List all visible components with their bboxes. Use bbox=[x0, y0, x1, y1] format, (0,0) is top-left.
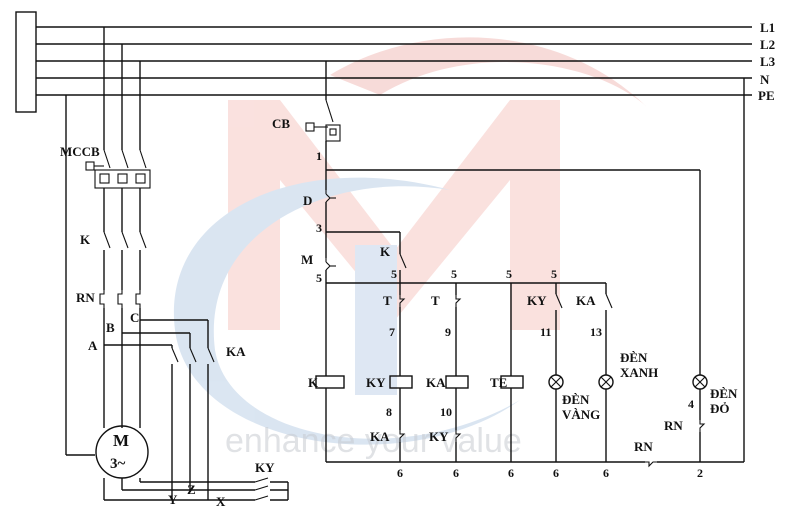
t-contact-1-label: T bbox=[383, 293, 392, 308]
ka-nc-label: KA bbox=[370, 429, 390, 444]
node-3-label: 3 bbox=[316, 221, 322, 235]
node-5b-label: 5 bbox=[391, 267, 397, 281]
cb-breaker bbox=[305, 99, 341, 142]
watermark-slogan: enhance your value bbox=[225, 422, 522, 460]
k-hold-label: K bbox=[380, 244, 391, 259]
coil-ky-label: KY bbox=[366, 375, 386, 390]
ky-nc-label: KY bbox=[429, 429, 449, 444]
lamp-xanh bbox=[598, 374, 614, 390]
node-5a-label: 5 bbox=[316, 271, 322, 285]
bus-label-l3: L3 bbox=[760, 54, 776, 69]
den-vang-label-2: VÀNG bbox=[562, 407, 600, 422]
node-11-label: 11 bbox=[540, 325, 551, 339]
watermark-red-swoosh bbox=[330, 37, 650, 111]
k-main-contact bbox=[103, 231, 147, 249]
coil-ky bbox=[389, 375, 413, 389]
rn-lamp-label: RN bbox=[664, 418, 683, 433]
mccb-label: MCCB bbox=[60, 144, 100, 159]
terminal-y-label: Y bbox=[168, 492, 178, 507]
node-5c-label: 5 bbox=[451, 267, 457, 281]
bottom-node-6d: 6 bbox=[553, 466, 559, 480]
coil-k bbox=[315, 375, 345, 389]
node-5d-label: 5 bbox=[506, 267, 512, 281]
cb-label: CB bbox=[272, 116, 290, 131]
watermark-red-m bbox=[228, 100, 560, 330]
watermark-blue-arc bbox=[173, 177, 520, 445]
bottom-node-6b: 6 bbox=[453, 466, 459, 480]
watermark-logo bbox=[173, 37, 650, 445]
ka-main-contact bbox=[171, 347, 215, 363]
den-vang-label-1: ĐÈN bbox=[562, 392, 590, 407]
bus-label-pe: PE bbox=[758, 88, 775, 103]
node-7-label: 7 bbox=[389, 325, 395, 339]
node-13-label: 13 bbox=[590, 325, 602, 339]
ka-aux-label: KA bbox=[576, 293, 596, 308]
node-9-label: 9 bbox=[445, 325, 451, 339]
bus-label-n: N bbox=[760, 72, 770, 87]
coil-timer bbox=[500, 375, 524, 389]
node-8-label: 8 bbox=[386, 405, 392, 419]
rn-thermal-relay bbox=[99, 290, 141, 308]
coil-ka bbox=[445, 375, 469, 389]
ky-star-label: KY bbox=[255, 460, 275, 475]
d-stop-button bbox=[325, 190, 336, 203]
den-do-label-2: ĐỎ bbox=[710, 401, 730, 416]
bus-label-l1: L1 bbox=[760, 20, 775, 35]
den-xanh-label-1: ĐÈN bbox=[620, 350, 648, 365]
ky-star-contact bbox=[254, 477, 269, 501]
phase-b-label: B bbox=[106, 320, 115, 335]
bottom-node-6e: 6 bbox=[603, 466, 609, 480]
k-main-label: K bbox=[80, 232, 91, 247]
phase-c-label: C bbox=[130, 310, 139, 325]
control-circuit bbox=[305, 61, 745, 468]
t-contact-2-label: T bbox=[431, 293, 440, 308]
node-5e-label: 5 bbox=[551, 267, 557, 281]
watermark-blue-bar bbox=[355, 245, 397, 395]
lamp-do bbox=[692, 374, 708, 390]
lamp-vang bbox=[548, 374, 564, 390]
bottom-node-6c: 6 bbox=[508, 466, 514, 480]
node-1-label: 1 bbox=[316, 149, 322, 163]
coil-k-label: K bbox=[308, 375, 319, 390]
coil-ka-label: KA bbox=[426, 375, 446, 390]
ky-aux-label: KY bbox=[527, 293, 547, 308]
ka-main-label: KA bbox=[226, 344, 246, 359]
coil-timer-label: TE bbox=[490, 375, 507, 390]
busbar bbox=[15, 11, 752, 113]
bottom-node-2: 2 bbox=[697, 466, 703, 480]
node-10-label: 10 bbox=[440, 405, 452, 419]
m-start-button bbox=[325, 258, 336, 271]
motor-label: M bbox=[113, 431, 129, 450]
terminal-z-label: Z bbox=[187, 482, 196, 497]
rn-return-label: RN bbox=[634, 439, 653, 454]
bottom-node-6a: 6 bbox=[397, 466, 403, 480]
rn-main-label: RN bbox=[76, 290, 95, 305]
phase-a-label: A bbox=[88, 338, 98, 353]
mccb-breaker bbox=[85, 149, 151, 189]
motor-sub-label: 3~ bbox=[110, 456, 126, 472]
den-xanh-label-2: XANH bbox=[620, 365, 658, 380]
terminal-x-label: X bbox=[216, 494, 226, 509]
den-do-label-1: ĐÈN bbox=[710, 386, 738, 401]
bus-label-l2: L2 bbox=[760, 37, 775, 52]
node-4-label: 4 bbox=[688, 397, 694, 411]
m-button-label: M bbox=[301, 252, 313, 267]
power-circuit bbox=[65, 27, 289, 501]
d-button-label: D bbox=[303, 193, 312, 208]
